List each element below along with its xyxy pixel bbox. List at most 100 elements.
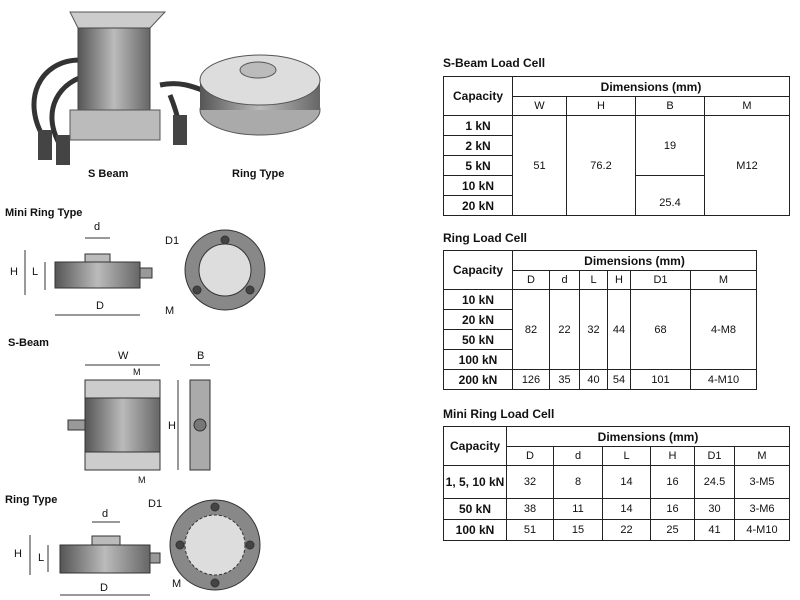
col-header: H: [566, 96, 636, 116]
dim-label: L: [32, 266, 39, 278]
dim-label: B: [197, 350, 205, 362]
header-capacity: Capacity: [443, 250, 513, 290]
cell: 41: [694, 519, 735, 541]
header-dimensions: Dimensions (mm): [512, 250, 757, 271]
cell: 38: [506, 498, 554, 520]
cell: 14: [602, 465, 651, 499]
dim-label: H: [14, 548, 22, 560]
col-header: M: [704, 96, 790, 116]
dim-label: M: [165, 305, 175, 317]
cell: 32: [506, 465, 554, 499]
dim-label: L: [38, 552, 45, 564]
cell: 76.2: [566, 115, 636, 216]
cell: 25.4: [635, 175, 705, 216]
col-header: D1: [630, 270, 691, 290]
cell: 15: [553, 519, 603, 541]
cell: 22: [549, 289, 580, 370]
cell: 16: [650, 465, 695, 499]
cell: 101: [630, 369, 691, 390]
col-header: M: [690, 270, 757, 290]
capacity-cell: 100 kN: [443, 519, 507, 541]
capacity-cell: 20 kN: [443, 309, 513, 330]
cell: 4-M10: [734, 519, 790, 541]
s-beam-title: S-Beam: [8, 337, 49, 349]
cell: 14: [602, 498, 651, 520]
col-header: D: [512, 270, 550, 290]
capacity-cell: 10 kN: [443, 175, 513, 196]
s-beam-photo: [31, 11, 167, 165]
cell: 22: [602, 519, 651, 541]
col-header: L: [579, 270, 608, 290]
header-dimensions: Dimensions (mm): [506, 426, 790, 447]
cell: M12: [704, 115, 790, 216]
cell: 8: [553, 465, 603, 499]
cell: 32: [579, 289, 608, 370]
capacity-cell: 50 kN: [443, 498, 507, 520]
cell: 30: [694, 498, 735, 520]
cell: 126: [512, 369, 550, 390]
capacity-cell: 20 kN: [443, 195, 513, 216]
col-header: d: [553, 446, 603, 466]
cell: 54: [607, 369, 631, 390]
capacity-cell: 100 kN: [443, 349, 513, 370]
col-header: L: [602, 446, 651, 466]
cell: 4-M8: [690, 289, 757, 370]
capacity-cell: 1, 5, 10 kN: [443, 465, 507, 499]
cell: 16: [650, 498, 695, 520]
col-header: W: [512, 96, 567, 116]
cell: 24.5: [694, 465, 735, 499]
mini-table-title: Mini Ring Load Cell: [443, 407, 555, 421]
photo-label-s-beam: S Beam: [88, 168, 129, 180]
cell: 25: [650, 519, 695, 541]
dim-label: D1: [165, 235, 180, 247]
ring-title: Ring Type: [5, 494, 58, 506]
cell: 3-M5: [734, 465, 790, 499]
cell: 40: [579, 369, 608, 390]
dim-label: M: [138, 475, 146, 485]
col-header: D1: [694, 446, 735, 466]
cell: 11: [553, 498, 603, 520]
cell: 51: [506, 519, 554, 541]
dim-label: H: [10, 266, 18, 278]
cell: 82: [512, 289, 550, 370]
col-header: H: [607, 270, 631, 290]
drawings: [24, 11, 321, 596]
header-capacity: Capacity: [443, 76, 513, 116]
cell: 51: [512, 115, 567, 216]
col-header: H: [650, 446, 695, 466]
dim-label: d: [102, 508, 109, 520]
photo-label-ring: Ring Type: [232, 168, 285, 180]
s-beam-table-title: S-Beam Load Cell: [443, 56, 546, 70]
col-header: d: [549, 270, 580, 290]
cell: 35: [549, 369, 580, 390]
dim-label: M: [133, 367, 141, 377]
capacity-cell: 10 kN: [443, 289, 513, 310]
dim-label: M: [172, 578, 182, 590]
dim-label: W: [118, 350, 129, 362]
dim-label: D1: [148, 498, 163, 510]
capacity-cell: 200 kN: [443, 369, 513, 390]
capacity-cell: 2 kN: [443, 135, 513, 156]
ring-drawing: [29, 499, 261, 596]
capacity-cell: 5 kN: [443, 155, 513, 176]
ring-table-title: Ring Load Cell: [443, 231, 527, 245]
mini-ring-drawing: [24, 229, 266, 316]
dim-label: D: [96, 300, 104, 312]
cell: 4-M10: [690, 369, 757, 390]
capacity-cell: 1 kN: [443, 115, 513, 136]
cell: 68: [630, 289, 691, 370]
col-header: B: [635, 96, 705, 116]
cell: 19: [635, 115, 705, 176]
mini-ring-title: Mini Ring Type: [5, 207, 83, 219]
dim-label: D: [100, 582, 108, 594]
col-header: D: [506, 446, 554, 466]
header-capacity: Capacity: [443, 426, 507, 466]
ring-photo: [159, 54, 321, 145]
header-dimensions: Dimensions (mm): [512, 76, 790, 97]
cell: 3-M6: [734, 498, 790, 520]
dim-label: d: [94, 221, 101, 233]
s-beam-drawing: [67, 364, 211, 471]
